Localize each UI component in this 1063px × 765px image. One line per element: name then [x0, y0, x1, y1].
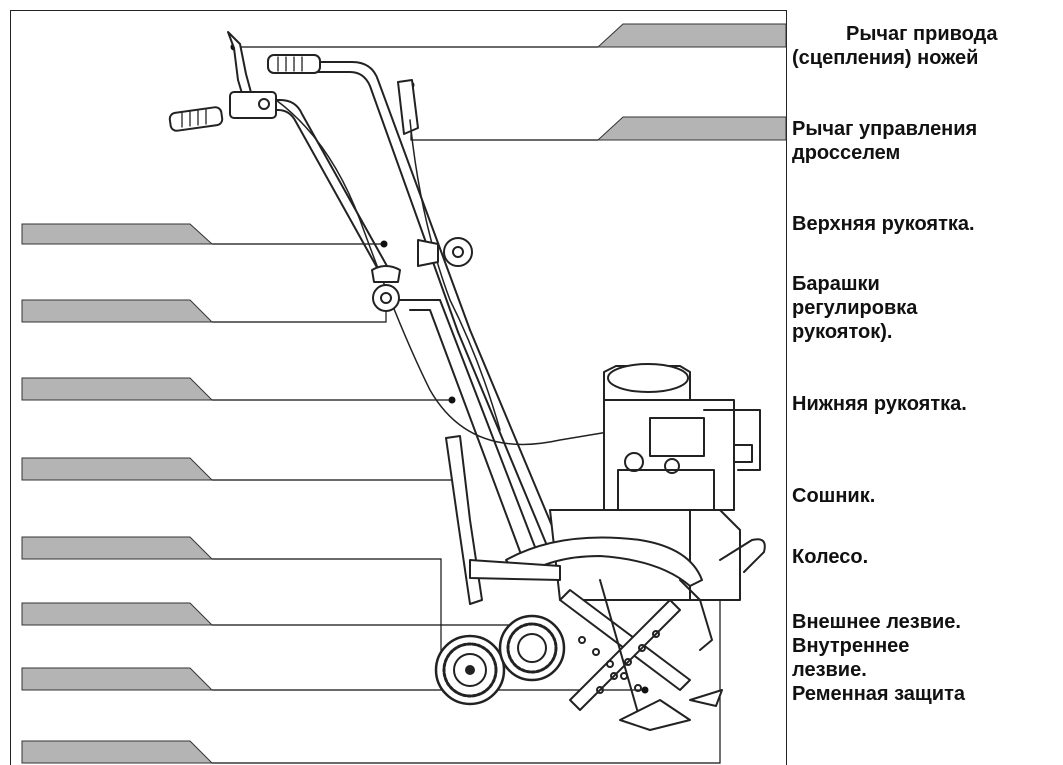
label-knife-lever-line1: Рычаг привода: [846, 23, 998, 45]
label-throttle-lever: Рычаг управления дросселем: [792, 117, 1060, 165]
tab-throttle-lever: [596, 116, 787, 141]
leader-wheel: [212, 558, 442, 667]
label-lower-handle: Нижняя рукоятка.: [792, 393, 967, 415]
label-inner-blade: Внутреннее лезвие.: [792, 635, 910, 681]
tab-inner-blade: [21, 667, 214, 691]
label-wheel: Колесо.: [792, 546, 869, 568]
tab-wheel: [21, 536, 214, 560]
label-coulter: Сошник.: [792, 485, 876, 507]
tines: [559, 579, 723, 731]
tab-belt-guard: [21, 740, 214, 764]
label-knife-lever: Рычаг привода (сцепления) ножей: [792, 22, 1060, 70]
tab-lower-handle: [21, 377, 214, 401]
label-tabs: [21, 23, 787, 764]
tab-wing-nuts: [21, 299, 214, 323]
label-throttle-lever-line1: Рычаг управления: [792, 118, 978, 140]
label-belt-guard: Ременная защита: [792, 683, 966, 705]
leader-lines: [212, 46, 721, 764]
tab-outer-blade: [21, 602, 214, 626]
leader-throttle-lever: [410, 85, 598, 141]
tab-knife-lever: [596, 23, 787, 48]
label-wing-nuts: Барашки регулировка рукояток).: [792, 273, 918, 343]
tab-coulter: [21, 457, 214, 481]
tab-upper-handle: [21, 223, 214, 245]
leader-wing-nuts: [212, 300, 387, 323]
label-upper-handle: Верхняя рукоятка.: [792, 213, 975, 235]
label-outer-blade: Внешнее лезвие.: [792, 611, 961, 633]
wheels: [434, 614, 566, 706]
cultivator-illustration: [168, 31, 766, 731]
leader-belt-guard: [212, 530, 721, 764]
